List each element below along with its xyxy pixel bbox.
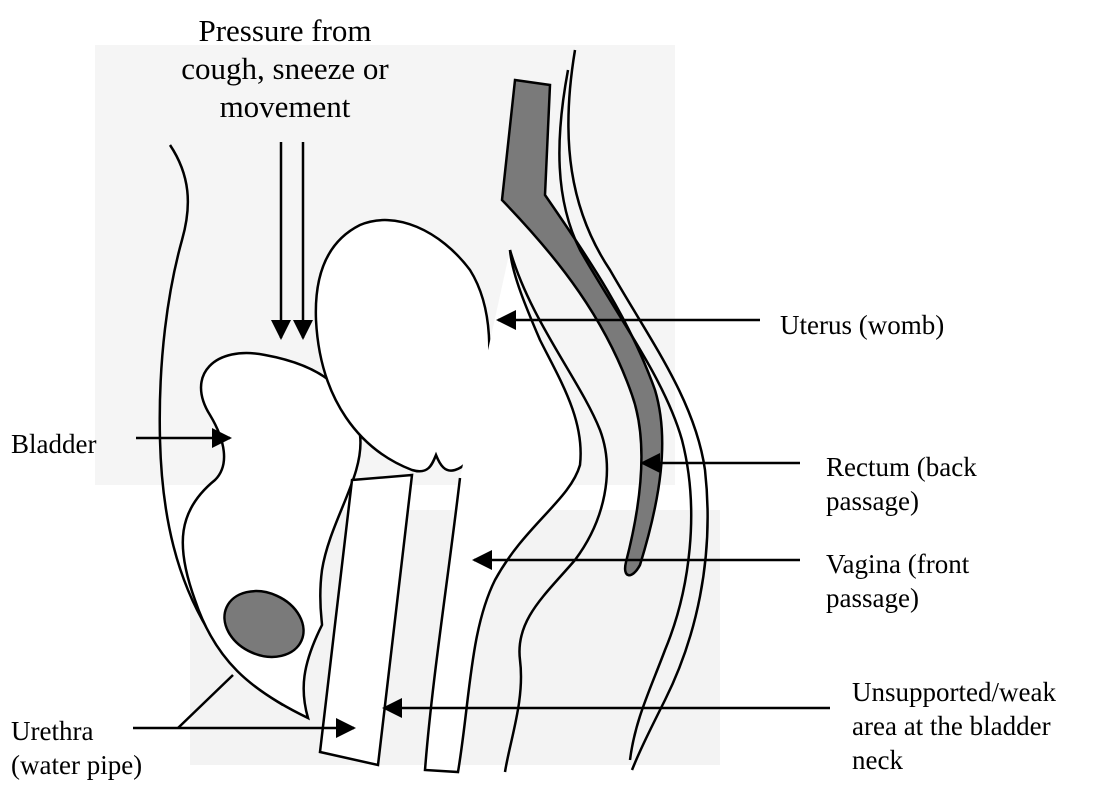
urethra-label: Urethra (water pipe) bbox=[11, 714, 142, 782]
bladder-label: Bladder bbox=[11, 427, 96, 461]
vagina-label: Vagina (front passage) bbox=[826, 547, 969, 615]
rectum-label: Rectum (back passage) bbox=[826, 450, 977, 518]
uterus-label: Uterus (womb) bbox=[780, 308, 944, 342]
unsupported-label: Unsupported/weak area at the bladder nec… bbox=[852, 675, 1056, 777]
pressure-title: Pressure from cough, sneeze or movement bbox=[150, 12, 420, 126]
